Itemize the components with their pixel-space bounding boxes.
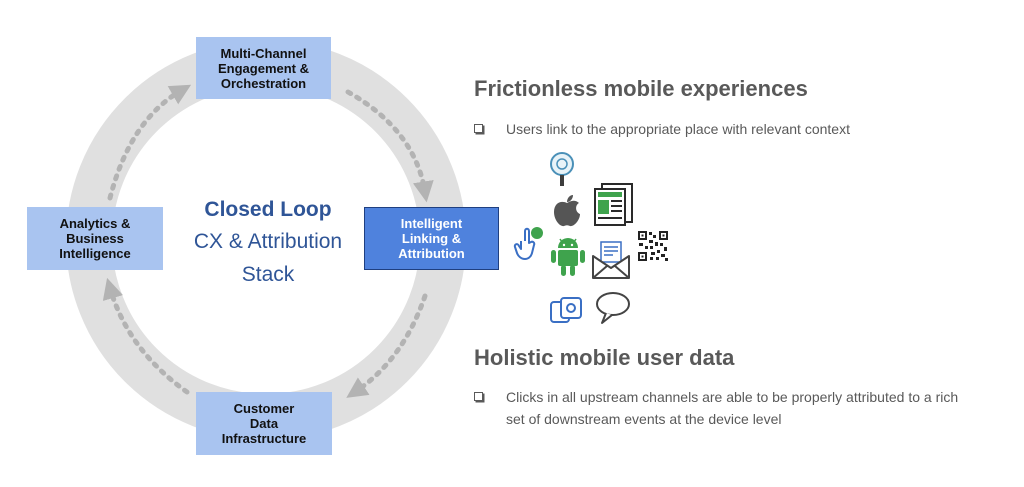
center-subtitle-line-2: Stack [241, 263, 295, 286]
checkbox-bullet-icon [474, 124, 483, 133]
email-icon [592, 241, 630, 279]
node-customer-data-infrastructure: Customer Data Infrastructure [196, 392, 332, 455]
tap-hand-icon [513, 227, 543, 260]
android-icon [551, 238, 585, 276]
arrow-bottom-to-left [102, 277, 190, 395]
camera-app-icon [550, 297, 582, 323]
section-heading-frictionless: Frictionless mobile experiences [474, 76, 808, 101]
search-icon [550, 152, 574, 186]
web-page-icon [594, 183, 633, 226]
arrow-top-to-right [345, 89, 434, 203]
center-subtitle-line-1: CX & Attribution [193, 230, 343, 253]
apple-icon [554, 195, 580, 227]
checkbox-bullet-icon [474, 392, 483, 401]
node-intelligent-linking-attribution: Intelligent Linking & Attribution [364, 207, 499, 270]
bullet-holistic: Clicks in all upstream channels are able… [474, 386, 974, 430]
node-multi-channel-engagement: Multi-Channel Engagement & Orchestration [196, 37, 331, 99]
chat-bubble-icon [596, 292, 630, 324]
arrow-right-to-bottom [346, 293, 428, 398]
node-analytics-business-intelligence: Analytics & Business Intelligence [27, 207, 163, 270]
arrow-left-to-top [107, 84, 192, 201]
bullet-frictionless: Users link to the appropriate place with… [474, 118, 994, 140]
qr-code-icon [637, 230, 669, 262]
center-title: Closed Loop [204, 198, 332, 221]
section-heading-holistic: Holistic mobile user data [474, 345, 735, 370]
